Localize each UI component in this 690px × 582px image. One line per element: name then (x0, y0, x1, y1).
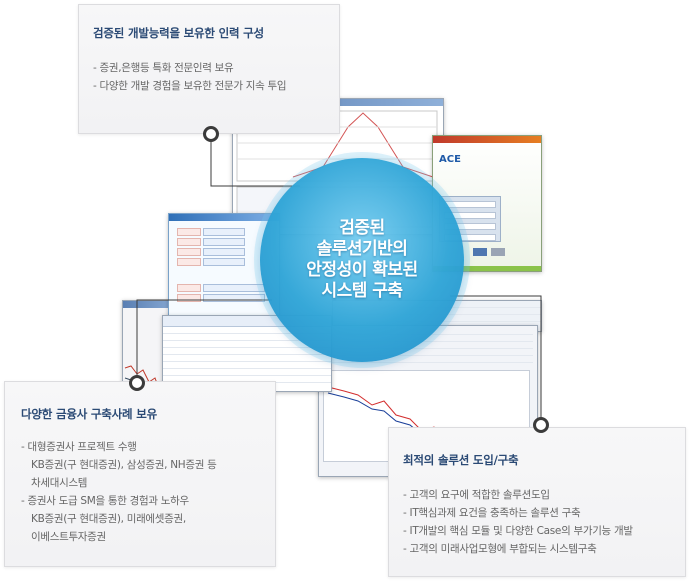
callout-item-sub: KB증권(구 현대증권), 미래에셋증권, (31, 513, 186, 525)
connector-left (136, 299, 272, 379)
callout-item: - IT핵심과제 요건을 충족하는 솔루션 구축 (403, 507, 581, 519)
connector-right (450, 295, 542, 420)
hts-logo: ACE (439, 154, 461, 165)
center-line: 안정성이 확보된 (306, 260, 418, 280)
callout-item-sub: KB증권(구 현대증권), 삼성증권, NH증권 등 (31, 459, 217, 471)
callout-item: - 다양한 개발 경험을 보유한 전문가 지속 투입 (93, 80, 287, 92)
center-line: 검증된 (339, 218, 385, 238)
callout-item: - 증권,은행등 특화 전문인력 보유 (93, 62, 234, 74)
callout-developers: 검증된 개발능력을 보유한 인력 구성 - 증권,은행등 특화 전문인력 보유 … (78, 4, 340, 134)
callout-item-sub: 이베스트투자증권 (31, 531, 106, 543)
callout-title: 다양한 금융사 구축사례 보유 (21, 407, 157, 421)
callout-item: - IT개발의 핵심 모듈 및 다양한 Case의 부가기능 개발 (403, 525, 633, 537)
callout-item-line: - 대형증권사 프로젝트 수행 (21, 441, 137, 453)
callout-references: 다양한 금융사 구축사례 보유 - 대형증권사 프로젝트 수행 KB증권(구 현… (4, 381, 276, 567)
callout-title: 검증된 개발능력을 보유한 인력 구성 (93, 26, 264, 40)
data-table-screen (162, 315, 332, 392)
callout-item: - 대형증권사 프로젝트 수행 KB증권(구 현대증권), 삼성증권, NH증권… (21, 438, 275, 492)
connector-node-right (533, 417, 549, 433)
callout-item: - 증권사 도급 SM을 통한 경험과 노하우 KB증권(구 현대증권), 미래… (21, 492, 275, 546)
connector-top (210, 138, 300, 187)
connector-node-left (129, 375, 145, 391)
center-line: 시스템 구축 (321, 281, 403, 301)
center-line: 솔루션기반의 (316, 239, 408, 259)
center-highlight-circle: 검증된 솔루션기반의 안정성이 확보된 시스템 구축 (260, 158, 464, 362)
callout-item-line: - 증권사 도급 SM을 통한 경험과 노하우 (21, 495, 189, 507)
center-title: 검증된 솔루션기반의 안정성이 확보된 시스템 구축 (306, 218, 418, 302)
callout-solution: 최적의 솔루션 도입/구축 - 고객의 요구에 적합한 솔루션도입 - IT핵심… (388, 427, 686, 577)
hts-login-screen: ACE (432, 135, 542, 272)
callout-title: 최적의 솔루션 도입/구축 (403, 453, 519, 467)
callout-item-sub: 차세대시스템 (31, 477, 88, 489)
callout-item: - 고객의 요구에 적합한 솔루션도입 (403, 489, 550, 501)
callout-item: - 고객의 미래사업모형에 부합되는 시스템구축 (403, 543, 597, 555)
connector-node-top (203, 126, 219, 142)
